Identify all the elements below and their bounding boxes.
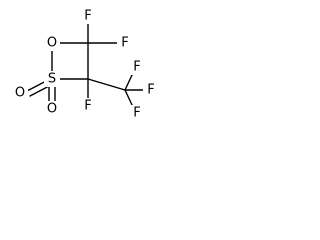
bond-c3-cf3 bbox=[87, 78, 126, 91]
atom-labels: O S O O F F F F F F bbox=[12, 8, 159, 121]
atom-f-cf3-bottom: F bbox=[133, 106, 140, 121]
atom-f-c3: F bbox=[84, 99, 91, 114]
molecule-structure: O S O O F F F F F F bbox=[12, 8, 159, 121]
bond-cf3-f-top bbox=[124, 72, 134, 91]
atom-f-cf3-top: F bbox=[133, 60, 140, 75]
atom-f-c4-upper-right: F bbox=[121, 36, 128, 51]
atom-sulfur: S bbox=[48, 72, 56, 87]
atom-f-cf3-right: F bbox=[147, 83, 154, 98]
atom-ring-oxygen: O bbox=[47, 36, 57, 51]
atom-sulfonyl-oxygen-top: O bbox=[15, 86, 25, 101]
atom-f-c4-upper-left: F bbox=[84, 9, 91, 24]
atom-sulfonyl-oxygen-bottom: O bbox=[47, 102, 57, 117]
bond-cf3-f-bottom bbox=[124, 89, 134, 108]
